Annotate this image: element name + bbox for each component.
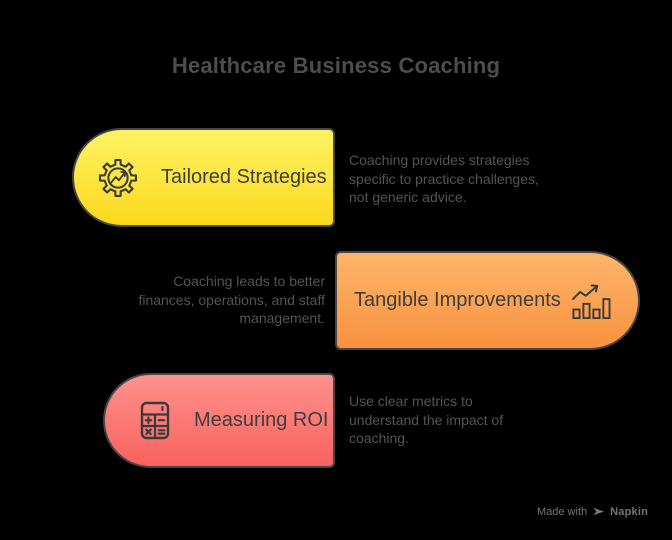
calculator-icon [135,399,175,443]
made-with-napkin-badge[interactable]: Made with Napkin [537,505,648,518]
desc-tangible-improvements: Coaching leads to better finances, opera… [138,273,325,326]
card-label-tailored-strategies: Tailored Strategies [161,166,327,188]
desc-measuring-roi: Use clear metrics to understand the impa… [349,393,504,446]
napkin-brand-label: Napkin [610,505,648,518]
gear-trend-icon [98,158,138,198]
page-title: Healthcare Business Coaching [171,53,501,78]
card-tangible-improvements: Tangible Improvements [335,251,640,350]
napkin-pen-icon [592,505,605,518]
desc-tailored-strategies: Coaching provides strategies specific to… [349,152,539,205]
card-measuring-roi: Measuring ROI [103,373,335,468]
bar-chart-up-icon [570,282,612,320]
card-label-measuring-roi: Measuring ROI [194,409,329,431]
card-label-tangible-improvements: Tangible Improvements [354,289,561,311]
made-with-label: Made with [536,505,588,518]
card-tailored-strategies: Tailored Strategies [72,128,335,227]
